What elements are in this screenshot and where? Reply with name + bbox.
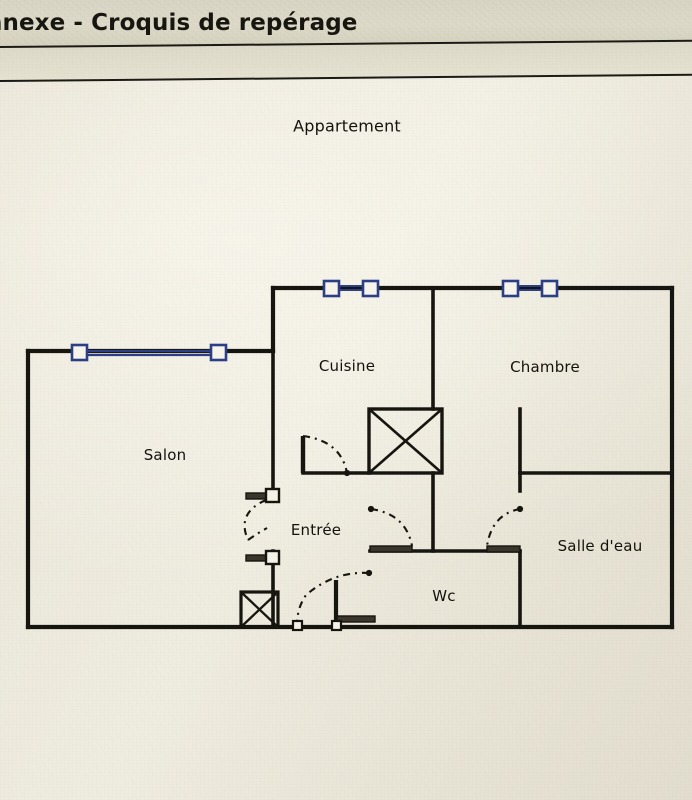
window-salon-mullion-left bbox=[70, 343, 89, 362]
door-wc-leaf bbox=[369, 545, 413, 553]
window-cuisine-mullion-left bbox=[322, 279, 341, 298]
room-label-salon: Salon bbox=[143, 446, 187, 464]
room-label-cuisine: Cuisine bbox=[318, 357, 376, 375]
door-entrance-jamb-right bbox=[330, 619, 343, 632]
page-title: nnexe - Croquis de repérage bbox=[0, 10, 358, 36]
door-salledeau-swing-arc bbox=[485, 507, 521, 547]
window-salon bbox=[70, 343, 228, 362]
door-salledeau-leaf bbox=[486, 545, 521, 553]
door-cuisine bbox=[300, 434, 351, 477]
shaft-cuisine-outline bbox=[367, 407, 444, 475]
door-entrance-jamb-left bbox=[291, 619, 304, 632]
door-salon-swing-arc-lower bbox=[247, 527, 268, 541]
door-salon-jamb-lower bbox=[264, 549, 281, 566]
door-salledeau bbox=[485, 505, 524, 553]
window-chambre bbox=[501, 279, 559, 298]
room-label-chambre: Chambre bbox=[510, 358, 580, 376]
door-salledeau-hinge bbox=[516, 505, 524, 513]
door-wc bbox=[367, 505, 414, 553]
shaft-entree bbox=[239, 590, 280, 629]
door-entrance-hinge-top bbox=[365, 569, 373, 577]
door-salon-jamb-upper bbox=[264, 487, 281, 504]
door-salon-double bbox=[243, 487, 281, 566]
shaft-entree-outline bbox=[239, 590, 280, 629]
room-label-wc: Wc bbox=[432, 587, 456, 605]
window-chambre-mullion-left bbox=[501, 279, 520, 298]
door-entrance bbox=[291, 569, 376, 632]
room-label-entree: Entrée bbox=[290, 521, 342, 539]
door-cuisine-hinge bbox=[343, 469, 351, 477]
door-cuisine-swing-arc bbox=[302, 434, 349, 474]
document-header-band bbox=[0, 0, 692, 46]
window-cuisine bbox=[322, 279, 380, 298]
door-wc-swing-arc bbox=[370, 507, 414, 547]
plan-heading-appartement: Appartement bbox=[293, 116, 401, 136]
window-cuisine-mullion-right bbox=[361, 279, 380, 298]
shaft-entree-cross bbox=[240, 591, 279, 628]
room-label-salle-d-eau: Salle d'eau bbox=[557, 537, 643, 555]
shaft-cuisine-cross bbox=[368, 408, 443, 474]
door-wc-hinge bbox=[367, 505, 375, 513]
shaft-cuisine bbox=[367, 407, 444, 475]
door-salon-swing-arc-upper bbox=[243, 499, 267, 541]
door-entrance-swing-arc bbox=[295, 571, 370, 626]
door-entrance-leaf-horizontal bbox=[336, 615, 376, 623]
window-chambre-mullion-right bbox=[540, 279, 559, 298]
window-salon-mullion-right bbox=[209, 343, 228, 362]
